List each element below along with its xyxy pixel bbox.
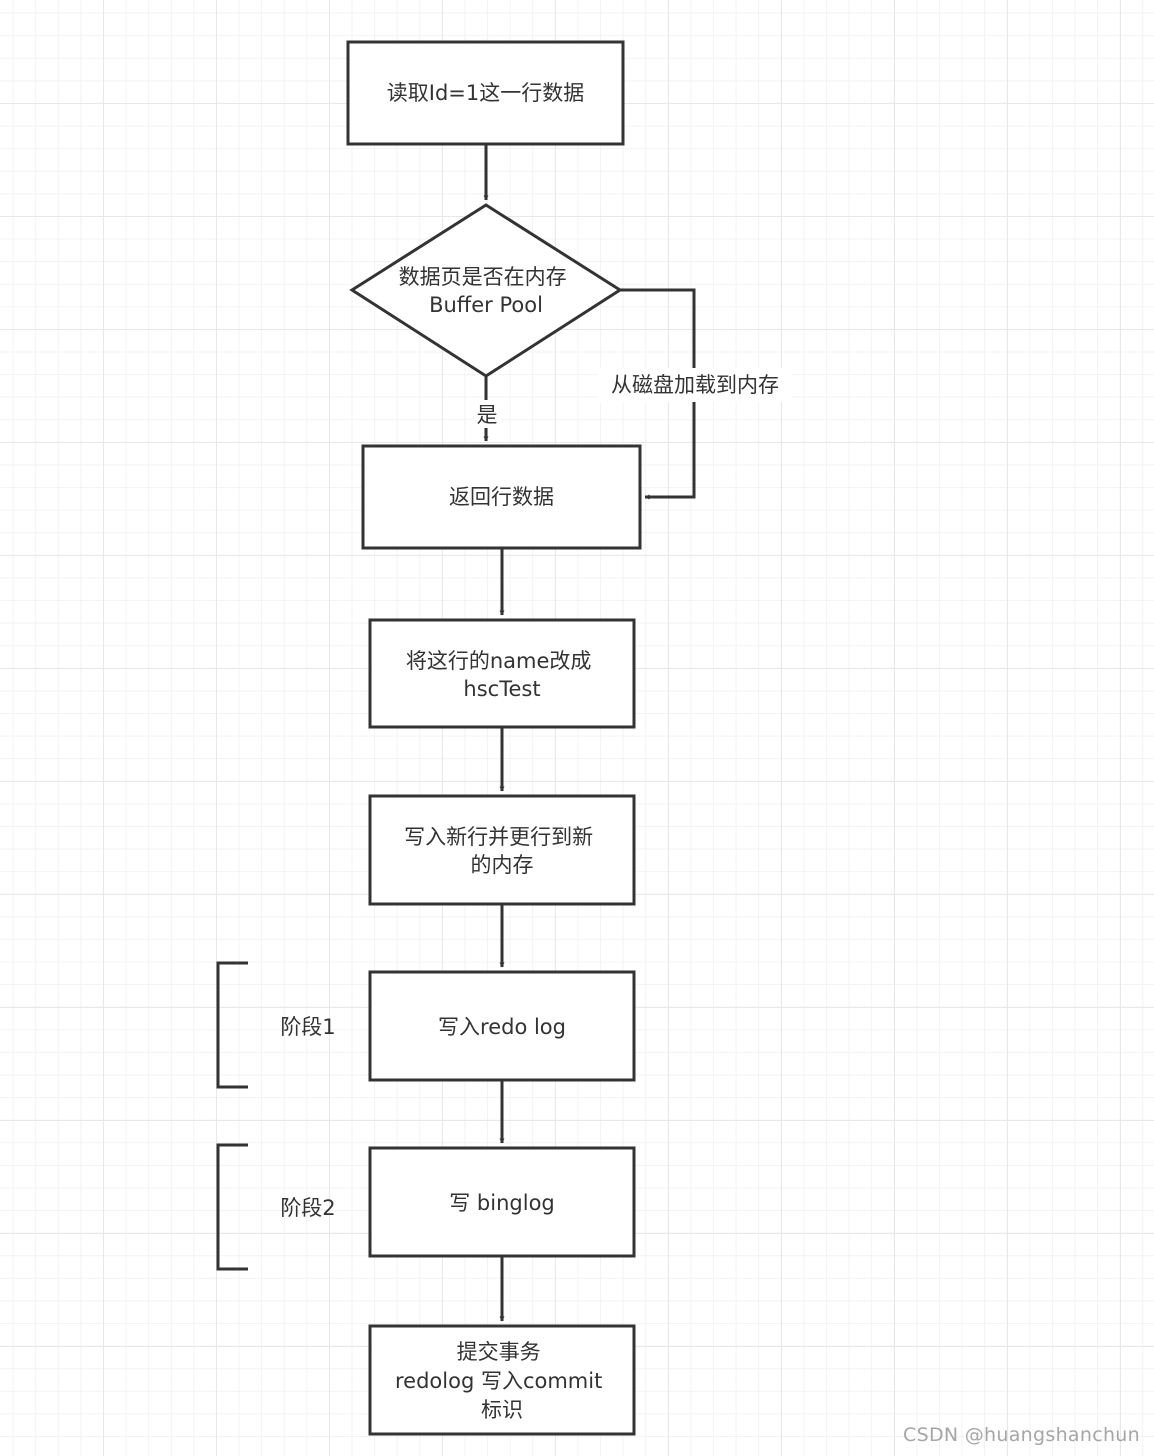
node-modify-name: 将这行的name改成 hscTest (368, 618, 636, 729)
node-commit-line: 提交事务 (457, 1340, 541, 1364)
node-write-binlog-label: 写 binglog (449, 1191, 555, 1215)
node-read-row: 读取Id=1这一行数据 (346, 40, 625, 146)
node-write-memory: 写入新行并更行到新 的内存 (368, 794, 636, 906)
node-write-memory-line: 的内存 (471, 853, 534, 877)
node-commit-label: 提交事务 redolog 写入commit 标识 (395, 1340, 609, 1422)
stage-label-2: 阶段2 (280, 1196, 335, 1220)
node-write-binlog-line: 写 binglog (449, 1191, 555, 1215)
node-modify-name-line: hscTest (463, 677, 540, 701)
watermark: CSDN @huangshanchun (903, 1424, 1140, 1446)
node-write-memory-label: 写入新行并更行到新 的内存 (404, 825, 600, 877)
node-commit-line: 标识 (481, 1398, 523, 1422)
node-read-row-label: 读取Id=1这一行数据 (387, 81, 584, 105)
node-modify-name-label: 将这行的name改成 hscTest (406, 649, 598, 701)
node-modify-name-line: 将这行的name改成 (406, 649, 592, 673)
node-check-buffer-line: 数据页是否在内存 (399, 265, 567, 289)
node-return-row-line: 返回行数据 (449, 485, 554, 509)
node-write-memory-line: 写入新行并更行到新 (404, 825, 593, 849)
node-return-row-label: 返回行数据 (449, 485, 554, 509)
node-return-row: 返回行数据 (361, 444, 642, 550)
node-commit-line: redolog 写入commit (395, 1369, 602, 1393)
node-check-buffer: 数据页是否在内存 Buffer Pool (349, 203, 623, 378)
node-read-row-line: 读取Id=1这一行数据 (387, 81, 584, 105)
stage-label-1: 阶段1 (280, 1015, 335, 1039)
edge-label-load-from-disk: 从磁盘加载到内存 (611, 373, 779, 397)
stage-bracket-1: 阶段1 (216, 961, 336, 1089)
node-write-redo-line: 写入redo log (438, 1015, 566, 1039)
node-check-buffer-line: Buffer Pool (429, 293, 543, 317)
node-commit: 提交事务 redolog 写入commit 标识 (368, 1324, 636, 1436)
node-write-redo-label: 写入redo log (438, 1015, 566, 1039)
node-write-redo: 写入redo log (368, 970, 636, 1082)
stage-bracket-2: 阶段2 (216, 1143, 336, 1271)
node-check-buffer-label: 数据页是否在内存 Buffer Pool (399, 265, 574, 317)
node-write-binlog: 写 binglog (368, 1146, 636, 1258)
edge-label-yes: 是 (477, 403, 498, 427)
